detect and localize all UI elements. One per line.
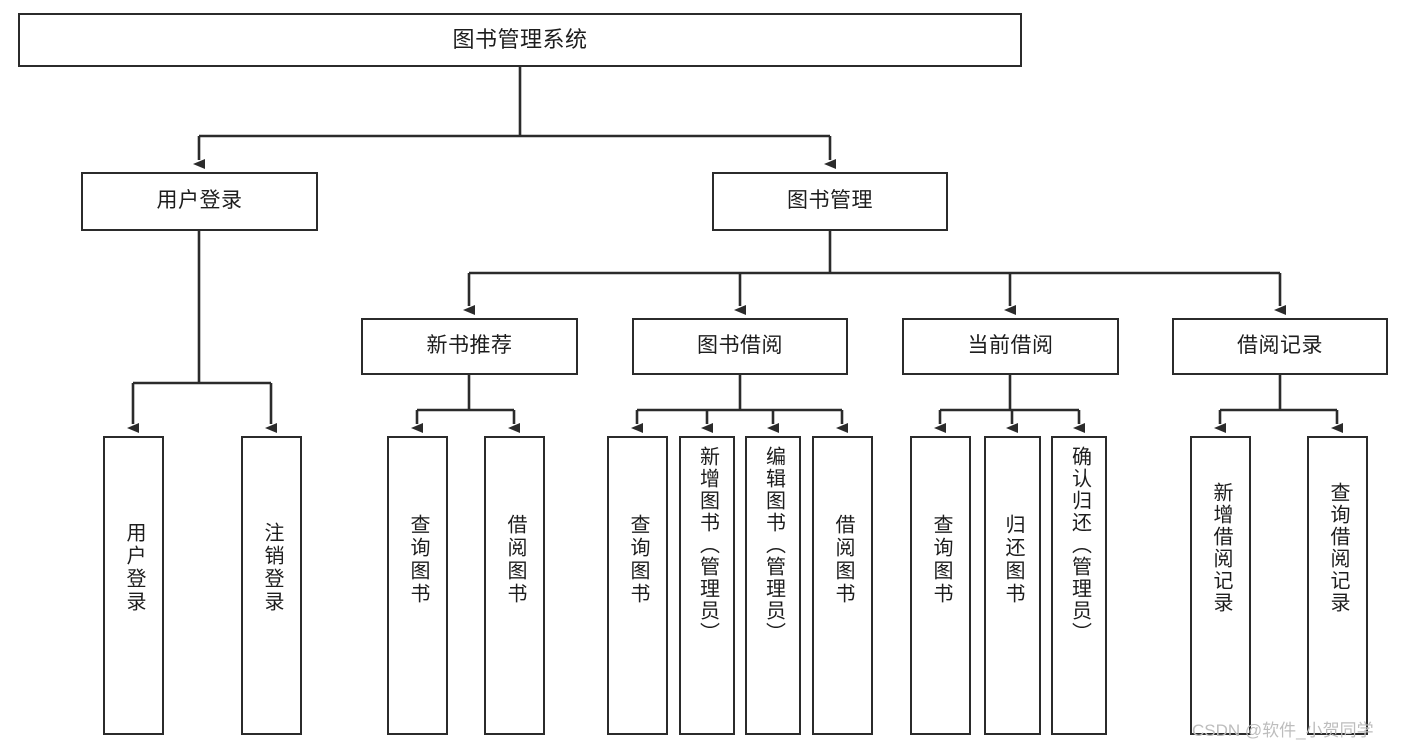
leaf-return-book-label: 归还图书 bbox=[1002, 514, 1024, 606]
node-book-manage[interactable]: 图书管理 bbox=[712, 172, 948, 231]
leaf-confirm-return[interactable]: 确认归还（管理员） bbox=[1051, 436, 1107, 735]
leaf-user-login[interactable]: 用户登录 bbox=[103, 436, 164, 735]
leaf-edit-book[interactable]: 编辑图书（管理员） bbox=[745, 436, 801, 735]
leaf-query-record[interactable]: 查询借阅记录 bbox=[1307, 436, 1368, 735]
leaf-edit-book-label: 编辑图书（管理员） bbox=[762, 446, 785, 644]
node-current-borrow[interactable]: 当前借阅 bbox=[902, 318, 1119, 375]
leaf-user-login-label: 用户登录 bbox=[123, 522, 145, 614]
leaf-borrow-book-1[interactable]: 借阅图书 bbox=[484, 436, 545, 735]
node-new-book-recommend[interactable]: 新书推荐 bbox=[361, 318, 578, 375]
csdn-watermark: CSDN @软件_小贺同学 bbox=[1192, 721, 1374, 740]
leaf-add-book[interactable]: 新增图书（管理员） bbox=[679, 436, 735, 735]
node-root-label: 图书管理系统 bbox=[452, 26, 588, 52]
leaf-return-book[interactable]: 归还图书 bbox=[984, 436, 1041, 735]
leaf-query-book-3[interactable]: 查询图书 bbox=[910, 436, 971, 735]
node-user-login[interactable]: 用户登录 bbox=[81, 172, 318, 231]
leaf-query-book-1-label: 查询图书 bbox=[407, 514, 429, 606]
leaf-add-record[interactable]: 新增借阅记录 bbox=[1190, 436, 1251, 735]
leaf-query-record-label: 查询借阅记录 bbox=[1327, 482, 1349, 614]
leaf-borrow-book-2[interactable]: 借阅图书 bbox=[812, 436, 873, 735]
leaf-query-book-2-label: 查询图书 bbox=[627, 514, 649, 606]
node-borrow-record-label: 借阅记录 bbox=[1237, 334, 1323, 358]
node-book-borrow-label: 图书借阅 bbox=[697, 334, 783, 358]
leaf-borrow-book-2-label: 借阅图书 bbox=[832, 514, 854, 606]
node-new-book-recommend-label: 新书推荐 bbox=[426, 334, 513, 358]
leaf-query-book-2[interactable]: 查询图书 bbox=[607, 436, 668, 735]
leaf-borrow-book-1-label: 借阅图书 bbox=[504, 514, 526, 606]
node-book-borrow[interactable]: 图书借阅 bbox=[632, 318, 848, 375]
node-book-manage-label: 图书管理 bbox=[787, 189, 873, 213]
leaf-logout-login-label: 注销登录 bbox=[261, 522, 283, 614]
node-user-login-label: 用户登录 bbox=[156, 189, 243, 213]
node-root[interactable]: 图书管理系统 bbox=[18, 13, 1022, 67]
node-current-borrow-label: 当前借阅 bbox=[967, 334, 1054, 358]
leaf-query-book-3-label: 查询图书 bbox=[930, 514, 952, 606]
leaf-logout-login[interactable]: 注销登录 bbox=[241, 436, 302, 735]
node-borrow-record[interactable]: 借阅记录 bbox=[1172, 318, 1388, 375]
leaf-add-book-label: 新增图书（管理员） bbox=[696, 446, 719, 644]
leaf-add-record-label: 新增借阅记录 bbox=[1210, 482, 1232, 614]
leaf-confirm-return-label: 确认归还（管理员） bbox=[1068, 446, 1091, 644]
leaf-query-book-1[interactable]: 查询图书 bbox=[387, 436, 448, 735]
